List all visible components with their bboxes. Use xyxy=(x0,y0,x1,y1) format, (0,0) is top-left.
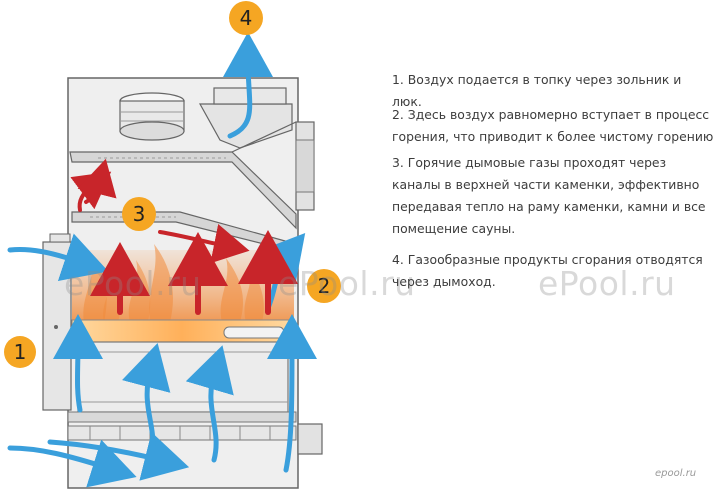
air-arrow-exhaust xyxy=(223,32,274,139)
air-arrow-back xyxy=(52,314,103,413)
air-arrow-door xyxy=(7,233,109,281)
air-arrow-ash-2 xyxy=(47,432,190,481)
step-text-4: 4. Газообразные продукты сгорания отводя… xyxy=(392,252,703,289)
air-flow-arrows xyxy=(7,32,317,488)
firebox-grate xyxy=(67,319,297,441)
step-text-2: 2. Здесь воздух равномерно вступает в пр… xyxy=(392,107,714,144)
step-badge-3: 3 xyxy=(122,197,156,231)
step-badge-2: 2 xyxy=(307,269,341,303)
corner-logo: epool.ru xyxy=(655,468,697,479)
step-text-1: 1. Воздух подается в топку через зольник… xyxy=(392,72,682,109)
badge-number-2: 2 xyxy=(318,274,331,298)
badge-number-3: 3 xyxy=(133,202,146,226)
step-badge-1: 1 xyxy=(4,336,36,368)
air-arrow-ash-1 xyxy=(7,439,137,488)
hot-gas-arrows xyxy=(70,158,298,315)
badge-number-1: 1 xyxy=(14,340,27,364)
hot-arrow-5 xyxy=(158,224,250,264)
hot-arrow-6 xyxy=(77,158,117,204)
chimney-collar xyxy=(119,92,185,141)
step-badge-4: 4 xyxy=(229,1,263,35)
flames xyxy=(72,244,294,322)
step-text-3: 3. Горячие дымовые газы проходят через к… xyxy=(392,155,706,236)
air-arrow-side xyxy=(266,314,317,473)
air-arrow-grate-1 xyxy=(122,342,171,463)
air-arrow-grate-2 xyxy=(185,345,234,463)
badge-number-4: 4 xyxy=(240,6,253,30)
